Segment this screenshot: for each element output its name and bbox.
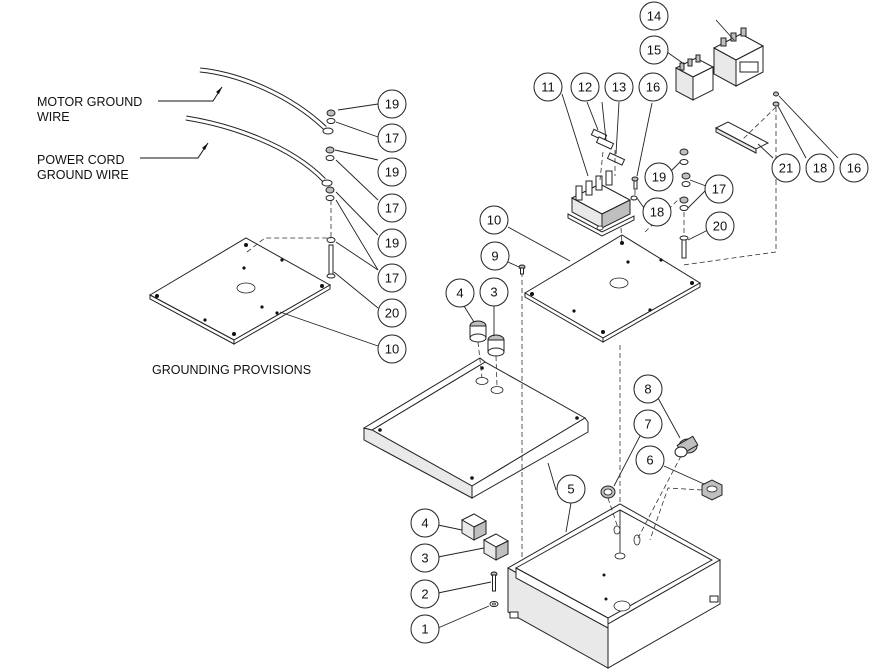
leader-lines xyxy=(279,19,839,629)
svg-text:13: 13 xyxy=(612,80,626,95)
callout-21: 21 xyxy=(771,153,801,183)
callout-7: 7 xyxy=(633,409,663,439)
svg-text:12: 12 xyxy=(578,80,592,95)
callout-18-a: 18 xyxy=(805,153,835,183)
mounting-plate-right xyxy=(524,234,701,343)
power-cord-ground-wire xyxy=(185,115,333,187)
callout-8: 8 xyxy=(633,374,663,404)
enclosure-box xyxy=(506,503,722,669)
svg-text:16: 16 xyxy=(847,161,861,176)
callout-10-b: 10 xyxy=(479,205,509,235)
svg-text:21: 21 xyxy=(779,161,793,176)
fuses xyxy=(590,128,626,181)
callout-11: 11 xyxy=(533,72,563,102)
callout-2: 2 xyxy=(410,579,440,609)
svg-text:14: 14 xyxy=(647,9,661,24)
svg-text:17: 17 xyxy=(712,182,726,197)
callout-19-a: 19 xyxy=(377,89,407,119)
svg-text:1: 1 xyxy=(421,622,428,637)
lid-screw-and-washer xyxy=(489,571,499,607)
svg-text:5: 5 xyxy=(567,482,574,497)
overload-relay xyxy=(674,54,715,101)
enclosure-lid xyxy=(362,272,589,600)
callout-12: 12 xyxy=(570,72,600,102)
callout-10-a: 10 xyxy=(377,334,407,364)
fitting-7 xyxy=(600,485,619,529)
svg-text:18: 18 xyxy=(813,161,827,176)
callout-17-d: 17 xyxy=(704,174,734,204)
svg-text:20: 20 xyxy=(385,306,399,321)
callout-15: 15 xyxy=(639,35,669,65)
motor-ground-wire-label: MOTOR GROUND WIRE xyxy=(37,86,223,124)
ground-hardware-stack-right xyxy=(679,148,691,259)
svg-text:18: 18 xyxy=(650,205,664,220)
grounding-provisions-label: GROUNDING PROVISIONS xyxy=(152,363,311,377)
fitting-6 xyxy=(649,479,723,541)
callout-4-b: 4 xyxy=(410,508,440,538)
svg-text:8: 8 xyxy=(644,382,651,397)
contactor xyxy=(712,27,765,87)
svg-text:17: 17 xyxy=(385,271,399,286)
svg-text:16: 16 xyxy=(646,80,660,95)
callout-19-b: 19 xyxy=(377,157,407,187)
svg-text:3: 3 xyxy=(490,285,497,300)
callout-4-a: 4 xyxy=(445,278,475,308)
callout-20-b: 20 xyxy=(705,211,735,241)
svg-text:9: 9 xyxy=(491,249,498,264)
callout-6: 6 xyxy=(635,445,665,475)
svg-text:7: 7 xyxy=(644,417,651,432)
ground-hardware-stack xyxy=(325,109,336,279)
motor-ground-wire xyxy=(199,67,334,135)
svg-text:17: 17 xyxy=(385,201,399,216)
grounding-plate-left xyxy=(148,237,332,345)
svg-text:3: 3 xyxy=(421,551,428,566)
contact-blocks xyxy=(460,513,510,561)
rail-screws xyxy=(682,91,780,266)
callout-14: 14 xyxy=(639,1,669,31)
svg-text:19: 19 xyxy=(385,165,399,180)
svg-text:19: 19 xyxy=(652,170,666,185)
din-rail xyxy=(714,121,770,154)
callout-19-c: 19 xyxy=(377,228,407,258)
callout-17-c: 17 xyxy=(377,263,407,293)
power-cord-ground-wire-label: POWER CORD GROUND WIRE xyxy=(37,142,209,182)
callout-16-b: 16 xyxy=(839,153,869,183)
svg-text:WIRE: WIRE xyxy=(37,110,70,124)
svg-text:17: 17 xyxy=(385,131,399,146)
callout-5: 5 xyxy=(556,474,586,504)
svg-text:6: 6 xyxy=(646,453,653,468)
callout-3-a: 3 xyxy=(479,277,509,307)
callout-13: 13 xyxy=(604,72,634,102)
transformer-screws xyxy=(620,176,639,246)
callout-20-a: 20 xyxy=(377,298,407,328)
callout-9: 9 xyxy=(480,241,510,271)
svg-text:20: 20 xyxy=(713,219,727,234)
pushbutton-operators-top xyxy=(469,320,505,387)
svg-text:4: 4 xyxy=(421,516,428,531)
callout-17-a: 17 xyxy=(377,123,407,153)
svg-text:MOTOR GROUND: MOTOR GROUND xyxy=(37,95,142,109)
callout-19-d: 19 xyxy=(644,162,674,192)
svg-text:11: 11 xyxy=(541,80,555,95)
svg-text:15: 15 xyxy=(647,43,661,58)
svg-text:10: 10 xyxy=(487,213,501,228)
cord-grip-8 xyxy=(637,435,699,539)
callout-16-a: 16 xyxy=(638,72,668,102)
svg-text:GROUND WIRE: GROUND WIRE xyxy=(37,168,129,182)
svg-text:POWER CORD: POWER CORD xyxy=(37,153,125,167)
screw-9 xyxy=(518,264,526,275)
svg-text:19: 19 xyxy=(385,97,399,112)
callout-3-b: 3 xyxy=(410,543,440,573)
svg-text:10: 10 xyxy=(385,342,399,357)
svg-text:2: 2 xyxy=(421,587,428,602)
svg-text:4: 4 xyxy=(456,286,463,301)
callout-17-b: 17 xyxy=(377,193,407,223)
callout-1: 1 xyxy=(410,614,440,644)
transformer xyxy=(567,170,635,237)
callout-18-b: 18 xyxy=(642,197,672,227)
svg-text:19: 19 xyxy=(385,236,399,251)
